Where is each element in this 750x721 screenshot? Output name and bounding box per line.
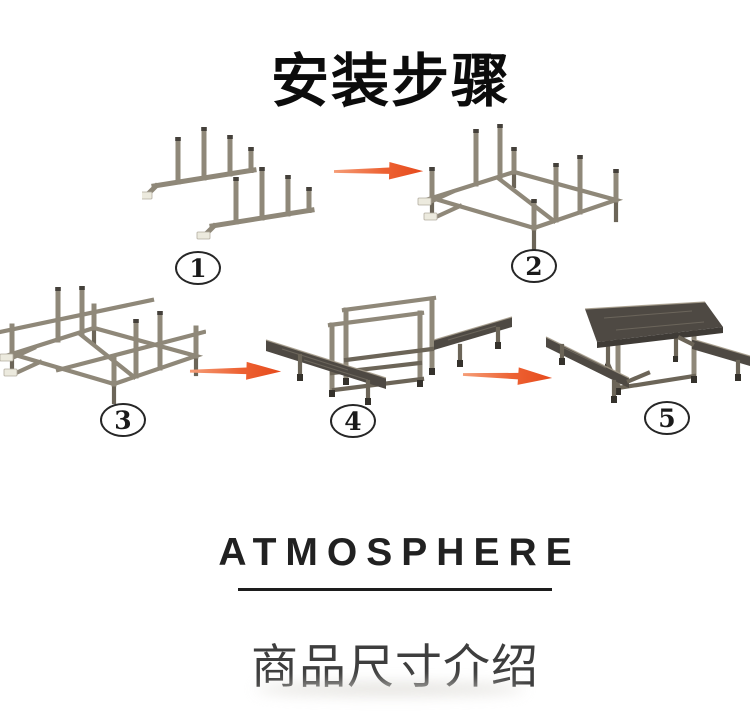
step-5-number: 5 [658,403,676,433]
step-2-badge: 2 [511,249,557,283]
step-1-badge: 1 [175,251,221,285]
step-4-illustration [265,295,513,405]
step-2-illustration [417,124,624,251]
step-3-badge: 3 [100,403,146,437]
step-2-number: 2 [525,251,543,281]
arrow-right-icon [462,367,553,385]
step-4-badge: 4 [330,404,376,438]
brand-divider [238,588,552,591]
step-5-badge: 5 [644,401,690,435]
step-1-number: 1 [189,253,207,283]
step-4-number: 4 [344,406,362,436]
brand-name: ATMOSPHERE [218,531,581,574]
arrow-right-icon [189,361,282,380]
next-section-peek [255,683,525,695]
step-5-illustration [545,301,750,403]
page-title: 安装步骤 [270,49,511,114]
step-3-number: 3 [114,405,132,435]
arrow-right-icon [333,161,424,180]
step-1-illustration [142,127,315,240]
step-3-illustration [0,286,206,405]
